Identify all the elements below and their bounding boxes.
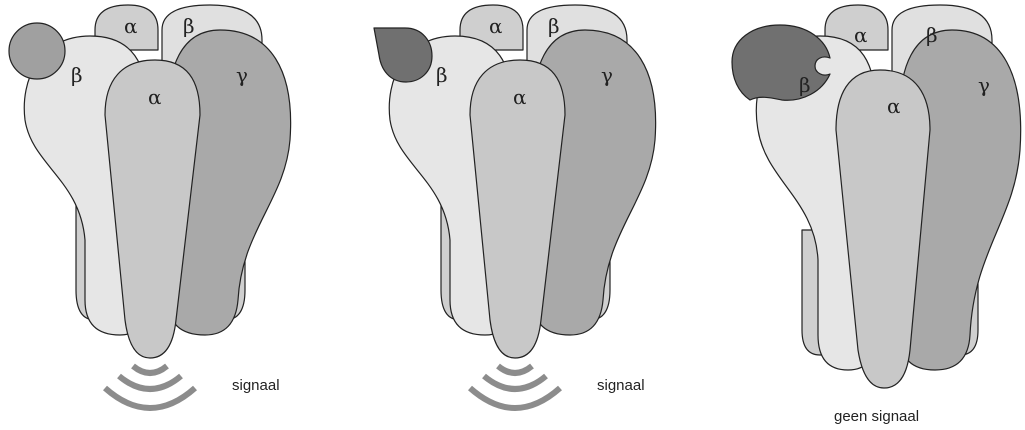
ligand-circle bbox=[9, 23, 65, 79]
gamma-label: γ bbox=[978, 73, 990, 97]
ligand-notched-blob bbox=[732, 25, 830, 100]
panel-2: α β β α γ signaal bbox=[374, 5, 656, 408]
panel-1: α β β α γ signaal bbox=[9, 5, 291, 408]
panel-3: α β β α γ geen signaal bbox=[732, 5, 1021, 425]
alpha-back-label: α bbox=[489, 14, 503, 38]
signal-wave-1 bbox=[498, 366, 532, 373]
signal-wave-2 bbox=[484, 376, 546, 389]
alpha-front-label: α bbox=[887, 94, 901, 118]
signal-caption: geen signaal bbox=[834, 408, 919, 425]
signal-wave-2 bbox=[119, 376, 181, 389]
signal-waves bbox=[470, 366, 560, 408]
beta-back-label: β bbox=[183, 14, 195, 38]
beta-back-label: β bbox=[548, 14, 560, 38]
beta-back-label: β bbox=[926, 23, 938, 47]
alpha-back-label: α bbox=[124, 14, 138, 38]
gamma-label: γ bbox=[236, 63, 248, 87]
signal-caption: signaal bbox=[597, 377, 645, 394]
signal-waves bbox=[105, 366, 195, 408]
alpha-back-label: α bbox=[854, 23, 868, 47]
beta-front-label: β bbox=[71, 63, 83, 87]
beta-front-label: β bbox=[436, 63, 448, 87]
signal-wave-1 bbox=[133, 366, 167, 373]
beta-front-label: β bbox=[799, 73, 811, 97]
alpha-front-label: α bbox=[513, 85, 527, 109]
signal-caption: signaal bbox=[232, 377, 280, 394]
gamma-label: γ bbox=[601, 63, 613, 87]
ligand-teardrop bbox=[374, 28, 432, 82]
alpha-front-label: α bbox=[148, 85, 162, 109]
